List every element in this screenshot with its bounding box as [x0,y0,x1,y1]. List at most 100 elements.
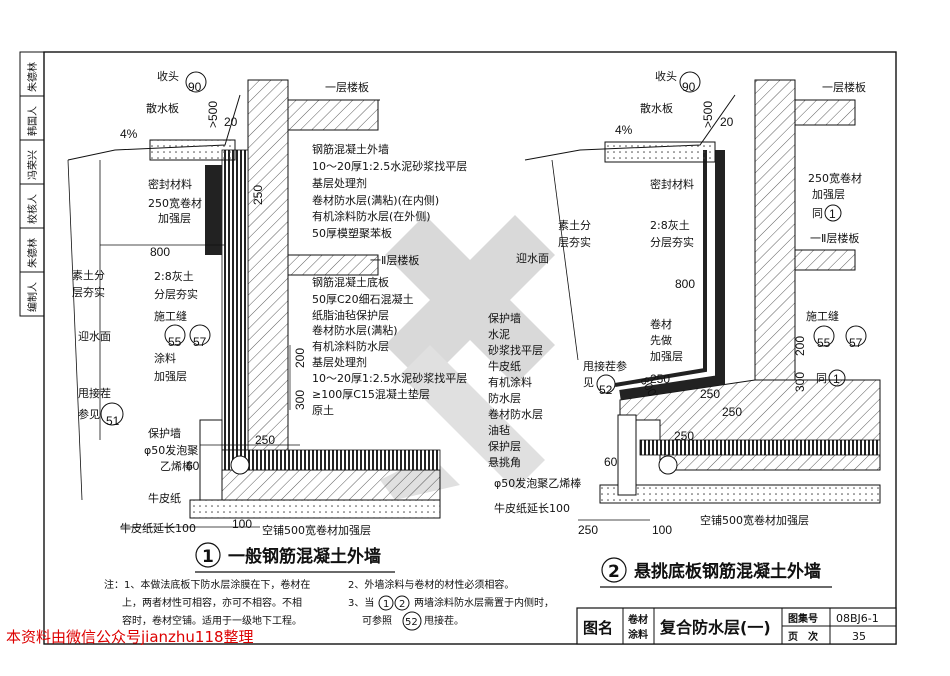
d1-mifeng: 密封材料 [148,177,192,191]
d1-d200: 200 [293,348,307,368]
tb-drawing-title: 复合防水层(一) [659,618,771,637]
detail-2-drawing [524,79,881,521]
d1-ref51: 51 [106,414,120,428]
d1-sutu1: 素土分 [72,269,105,282]
d1-base-layer-5: 基层处理剂 [312,355,367,369]
d1-huitu1: 2:8灰土 [154,269,194,283]
d2-kongpu: 空铺500宽卷材加强层 [700,513,809,527]
note-line-1: 上，两者材性可相容，亦可不相容。不相 [122,596,302,609]
stamp-cell-1: 韩国人 [26,106,39,136]
stamp-cell-0: 朱德林 [26,62,39,92]
notes: 注：1、本做法底板下防水层涂膜在下，卷材在 上，两者材性可相容，亦可不相容。不相… [104,578,554,631]
d2-d250c: 250 [722,405,742,419]
d1-base-layer-4: 有机涂料防水层 [312,339,389,353]
d1-base-layer-8: 原土 [312,404,334,417]
d2-yiceng: 一层楼板 [822,80,866,94]
note-line-0: 注：1、本做法底板下防水层涂膜在下，卷材在 [104,578,310,591]
d2-ref55: 55 [817,336,831,350]
d1-shuaijiecha: 甩接茬 [78,386,111,400]
d2-niupiext: 牛皮纸延长100 [494,501,570,515]
d1-base-layer-7: ≥100厚C15混凝土垫层 [312,387,430,401]
d1-tuliao2: 加强层 [154,370,187,383]
d2-juancai2: 先做 [650,333,672,347]
stamp-cell-2: 冯荣兴 [27,150,39,180]
d2-huitu1: 2:8灰土 [650,218,690,232]
d1-base-layer-3: 卷材防水层(满粘) [312,323,398,337]
d1-wall-layer-3: 卷材防水层(满粘)(在内侧) [312,193,439,207]
d1-wall-layer-0: 钢筋混凝土外墙 [312,142,389,156]
detail-1-drawing [67,79,441,528]
d1-base-layer-6: 10～20厚1:2.5水泥砂浆找平层 [312,371,467,385]
d2-layer-9: 悬挑角 [488,455,521,469]
d2-layer-5: 防水层 [488,391,521,405]
d2-gt500: >500 [701,101,715,128]
note-line-5: 两墙涂料防水层需置于内侧时， [414,596,554,609]
tb-page-no: 35 [852,630,866,643]
d2-layer-6: 卷材防水层 [488,407,543,421]
tb-page-label: 页 次 [788,630,818,643]
d2-jiaqiang1: 250宽卷材 [808,171,862,185]
title-block: 图名 卷材 涂料 复合防水层(一) 图集号 08BJ6-1 页 次 35 [576,607,897,645]
d2-tong2: 同 [816,372,827,385]
d2-yingshuimian: 迎水面 [516,252,549,265]
d2-ref1: 1 [829,207,836,221]
d1-sanshuiban: 散水板 [146,101,179,115]
d2-d60: 60 [604,455,618,469]
d1-tuliao1: 涂料 [154,351,176,365]
detail-2-labels: 收头 90 散水板 4% >500 20 一层楼板 密封材料 250宽卷材 加强… [488,69,867,588]
d2-d200: 200 [793,336,807,356]
d2-layer-3: 牛皮纸 [488,359,521,373]
d2-d250b: 250 [700,387,720,401]
d1-kongpu: 空铺500宽卷材加强层 [262,523,371,537]
d1-d250b: 250 [255,433,275,447]
d2-slope: 4% [615,123,633,137]
d2-ref57: 57 [849,336,863,350]
d2-shigongfeng: 施工缝 [806,309,839,323]
d1-d250a: 250 [251,185,265,205]
note-line-7: 甩接茬。 [424,614,464,627]
d2-d300: 300 [793,372,807,392]
d2-sutu2: 层夯实 [558,235,591,249]
d1-sutu2: 层夯实 [72,285,105,299]
d2-layer-0: 保护墙 [488,311,521,325]
d2-shuaijie: 甩接茬参 [583,359,627,373]
d2-juancai1: 卷材 [650,317,672,331]
d1-yingshuimian: 迎水面 [78,330,111,343]
d2-d20: 20 [720,115,734,129]
tb-category-bottom: 涂料 [628,628,648,641]
d1-d60: 60 [186,459,200,473]
d2-paomo: φ50发泡聚乙烯棒 [494,476,581,490]
note-line-2: 容时，卷材空铺。适用于一级地下工程。 [122,614,302,627]
d1-wall-layer-2: 基层处理剂 [312,176,367,190]
note-ref-a: 1 [383,599,389,610]
d1-wall-layer-1: 10～20厚1:2.5水泥砂浆找平层 [312,159,467,173]
d1-niupizhi: 牛皮纸 [148,491,181,505]
d1-d100: 100 [232,517,252,531]
d2-sutu1: 素土分 [558,219,591,232]
tb-category-top: 卷材 [627,613,648,626]
d2-jian: 见 [583,376,594,389]
d1-ref55: 55 [168,335,182,349]
d2-layer-4: 有机涂料 [488,375,532,389]
d1-floor-slab: 一Ⅱ层楼板 [370,253,419,267]
d2-shoutou: 收头 [655,69,677,83]
d2-title-num: 2 [608,562,620,582]
d2-tong1: 同 [812,207,823,220]
stamp-cell-5: 编制人 [26,282,39,312]
sheet-border [43,51,897,645]
d2-title: 悬挑底板钢筋混凝土外墙 [634,561,821,582]
d2-layer-1: 水泥 [488,328,510,341]
note-line-6: 可参照 [362,614,392,627]
stamp-cell-4: 朱德林 [26,238,39,268]
d1-d20: 20 [224,115,238,129]
note-line-4: 3、当 [348,596,374,609]
d2-layer-7: 油毡 [488,423,510,437]
tb-label: 图名 [583,619,613,637]
d1-paomo2: 乙烯棒 [160,459,193,473]
d2-ref1b: 1 [833,372,840,386]
stamp-cell-3: 校核人 [26,194,39,224]
d1-huitu2: 分层夯实 [154,287,198,301]
tb-atlas-label: 图集号 [788,612,818,625]
d2-d800: 800 [675,277,695,291]
